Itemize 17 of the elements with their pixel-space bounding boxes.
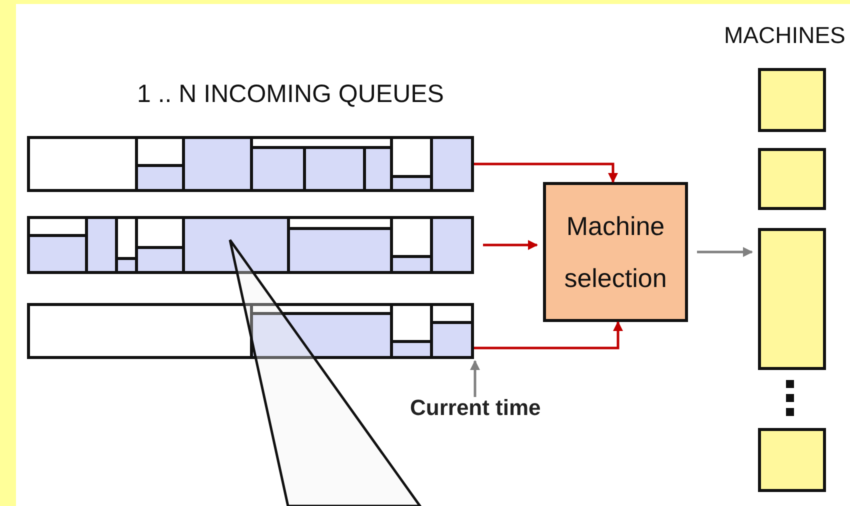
machine-box <box>758 228 826 370</box>
process-box <box>543 182 688 322</box>
queue-bar <box>27 303 474 359</box>
current-time-label: Current time <box>410 397 541 419</box>
arrow <box>483 240 538 250</box>
process-label: Machine selection <box>563 210 668 295</box>
arrow <box>470 360 480 397</box>
heading: MACHINES <box>724 24 846 47</box>
machine-box <box>758 428 826 492</box>
arrow <box>474 321 623 350</box>
arrow <box>697 247 753 257</box>
heading: 1 .. N INCOMING QUEUES <box>137 82 444 107</box>
machine-box <box>758 68 826 132</box>
machine-box <box>758 148 826 210</box>
queue-bar <box>27 136 474 192</box>
arrow <box>474 162 618 183</box>
queue-bar <box>27 216 474 274</box>
